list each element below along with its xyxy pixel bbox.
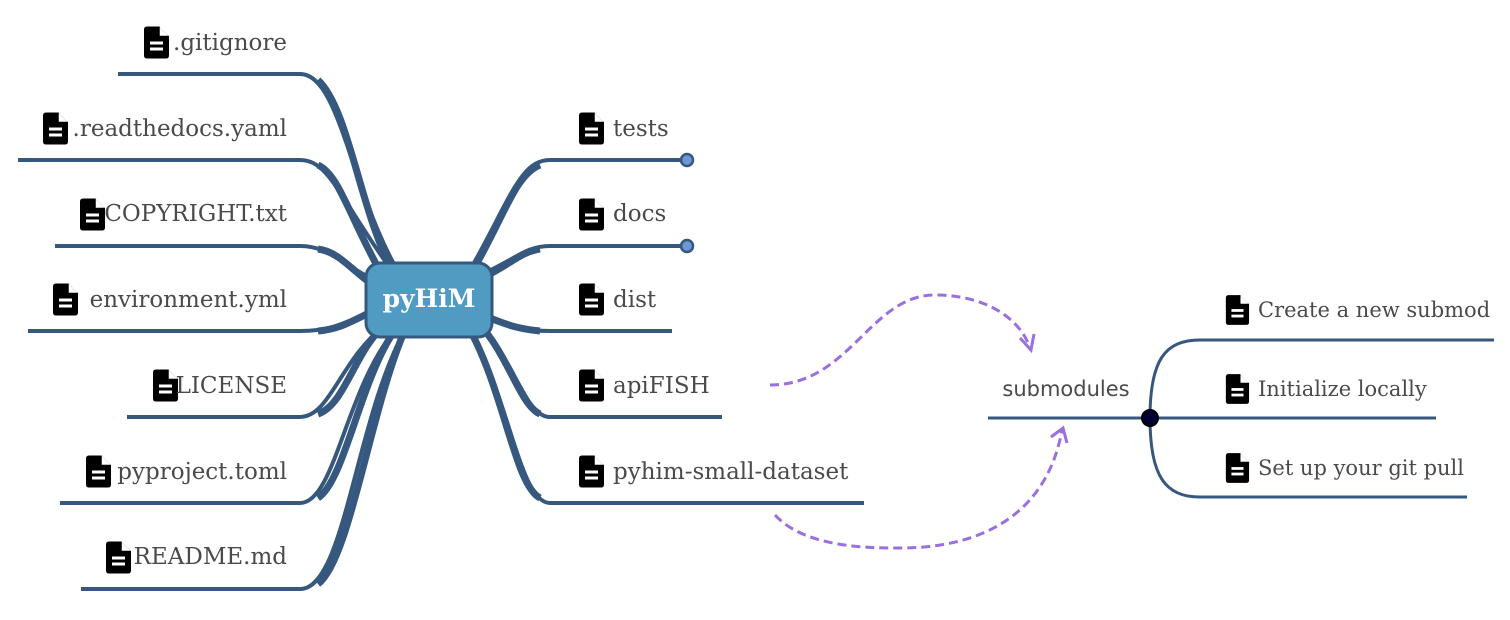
node-label: LICENSE — [176, 373, 287, 399]
submodules-branches — [988, 338, 1494, 499]
right-node-pyhim-small-dataset[interactable]: pyhim-small-dataset — [578, 454, 849, 489]
relation-apifish-to-submodules[interactable] — [769, 293, 1032, 387]
file-icon — [578, 282, 605, 317]
file-icon — [1225, 294, 1250, 326]
submodule-child-create[interactable]: Create a new submod — [1225, 294, 1490, 326]
file-icon — [1225, 373, 1250, 405]
relation-dataset-to-submodules[interactable] — [773, 429, 1064, 550]
left-node-copyright[interactable]: COPYRIGHT.txt — [79, 197, 288, 232]
relationship-arrows — [769, 293, 1069, 550]
node-label: apiFISH — [613, 373, 710, 399]
submodule-child-initialize[interactable]: Initialize locally — [1225, 373, 1427, 405]
collapse-toggle-docs[interactable] — [679, 238, 695, 254]
node-label: Create a new submod — [1258, 298, 1490, 322]
submodules-junction[interactable] — [1141, 409, 1159, 427]
left-node-readme[interactable]: README.md — [105, 540, 288, 575]
root-node[interactable]: pyHiM — [364, 261, 494, 339]
node-label: COPYRIGHT.txt — [104, 201, 287, 227]
file-icon — [79, 197, 106, 232]
left-node-gitignore[interactable]: .gitignore — [143, 25, 287, 60]
submodules-node[interactable]: submodules — [1002, 377, 1129, 401]
collapse-toggle-tests[interactable] — [679, 152, 695, 168]
left-node-readthedocs[interactable]: .readthedocs.yaml — [42, 111, 287, 146]
node-label: .readthedocs.yaml — [73, 116, 287, 142]
node-label: pyproject.toml — [117, 459, 287, 485]
relation-arrowhead-top — [1018, 333, 1036, 354]
submodule-child-git-pull[interactable]: Set up your git pull — [1225, 452, 1464, 484]
node-label: tests — [613, 116, 669, 142]
right-node-docs[interactable]: docs — [578, 197, 666, 232]
node-label: Set up your git pull — [1258, 456, 1464, 480]
left-node-environment[interactable]: environment.yml — [52, 282, 287, 317]
right-node-tests[interactable]: tests — [578, 111, 669, 146]
node-label: README.md — [134, 544, 288, 570]
file-icon — [578, 454, 605, 489]
file-icon — [105, 540, 132, 575]
file-icon — [143, 25, 170, 60]
file-icon — [42, 111, 69, 146]
node-label: Initialize locally — [1258, 377, 1427, 401]
file-icon — [52, 282, 79, 317]
left-node-pyproject[interactable]: pyproject.toml — [85, 454, 287, 489]
file-icon — [1225, 452, 1250, 484]
left-node-license[interactable]: LICENSE — [152, 368, 287, 403]
node-label: .gitignore — [173, 30, 287, 56]
node-label: environment.yml — [90, 287, 287, 313]
file-icon — [85, 454, 112, 489]
node-label: docs — [613, 201, 666, 227]
submodules-label: submodules — [1002, 377, 1129, 401]
file-icon — [578, 197, 605, 232]
node-label: dist — [613, 287, 657, 313]
file-icon — [578, 368, 605, 403]
left-branches — [18, 72, 409, 591]
right-node-apifish[interactable]: apiFISH — [578, 368, 710, 403]
right-node-dist[interactable]: dist — [578, 282, 657, 317]
root-label: pyHiM — [383, 284, 476, 313]
file-icon — [152, 368, 179, 403]
file-icon — [578, 111, 605, 146]
relation-arrowhead-bottom — [1050, 425, 1069, 444]
right-branches — [466, 152, 864, 505]
node-label: pyhim-small-dataset — [613, 459, 849, 485]
